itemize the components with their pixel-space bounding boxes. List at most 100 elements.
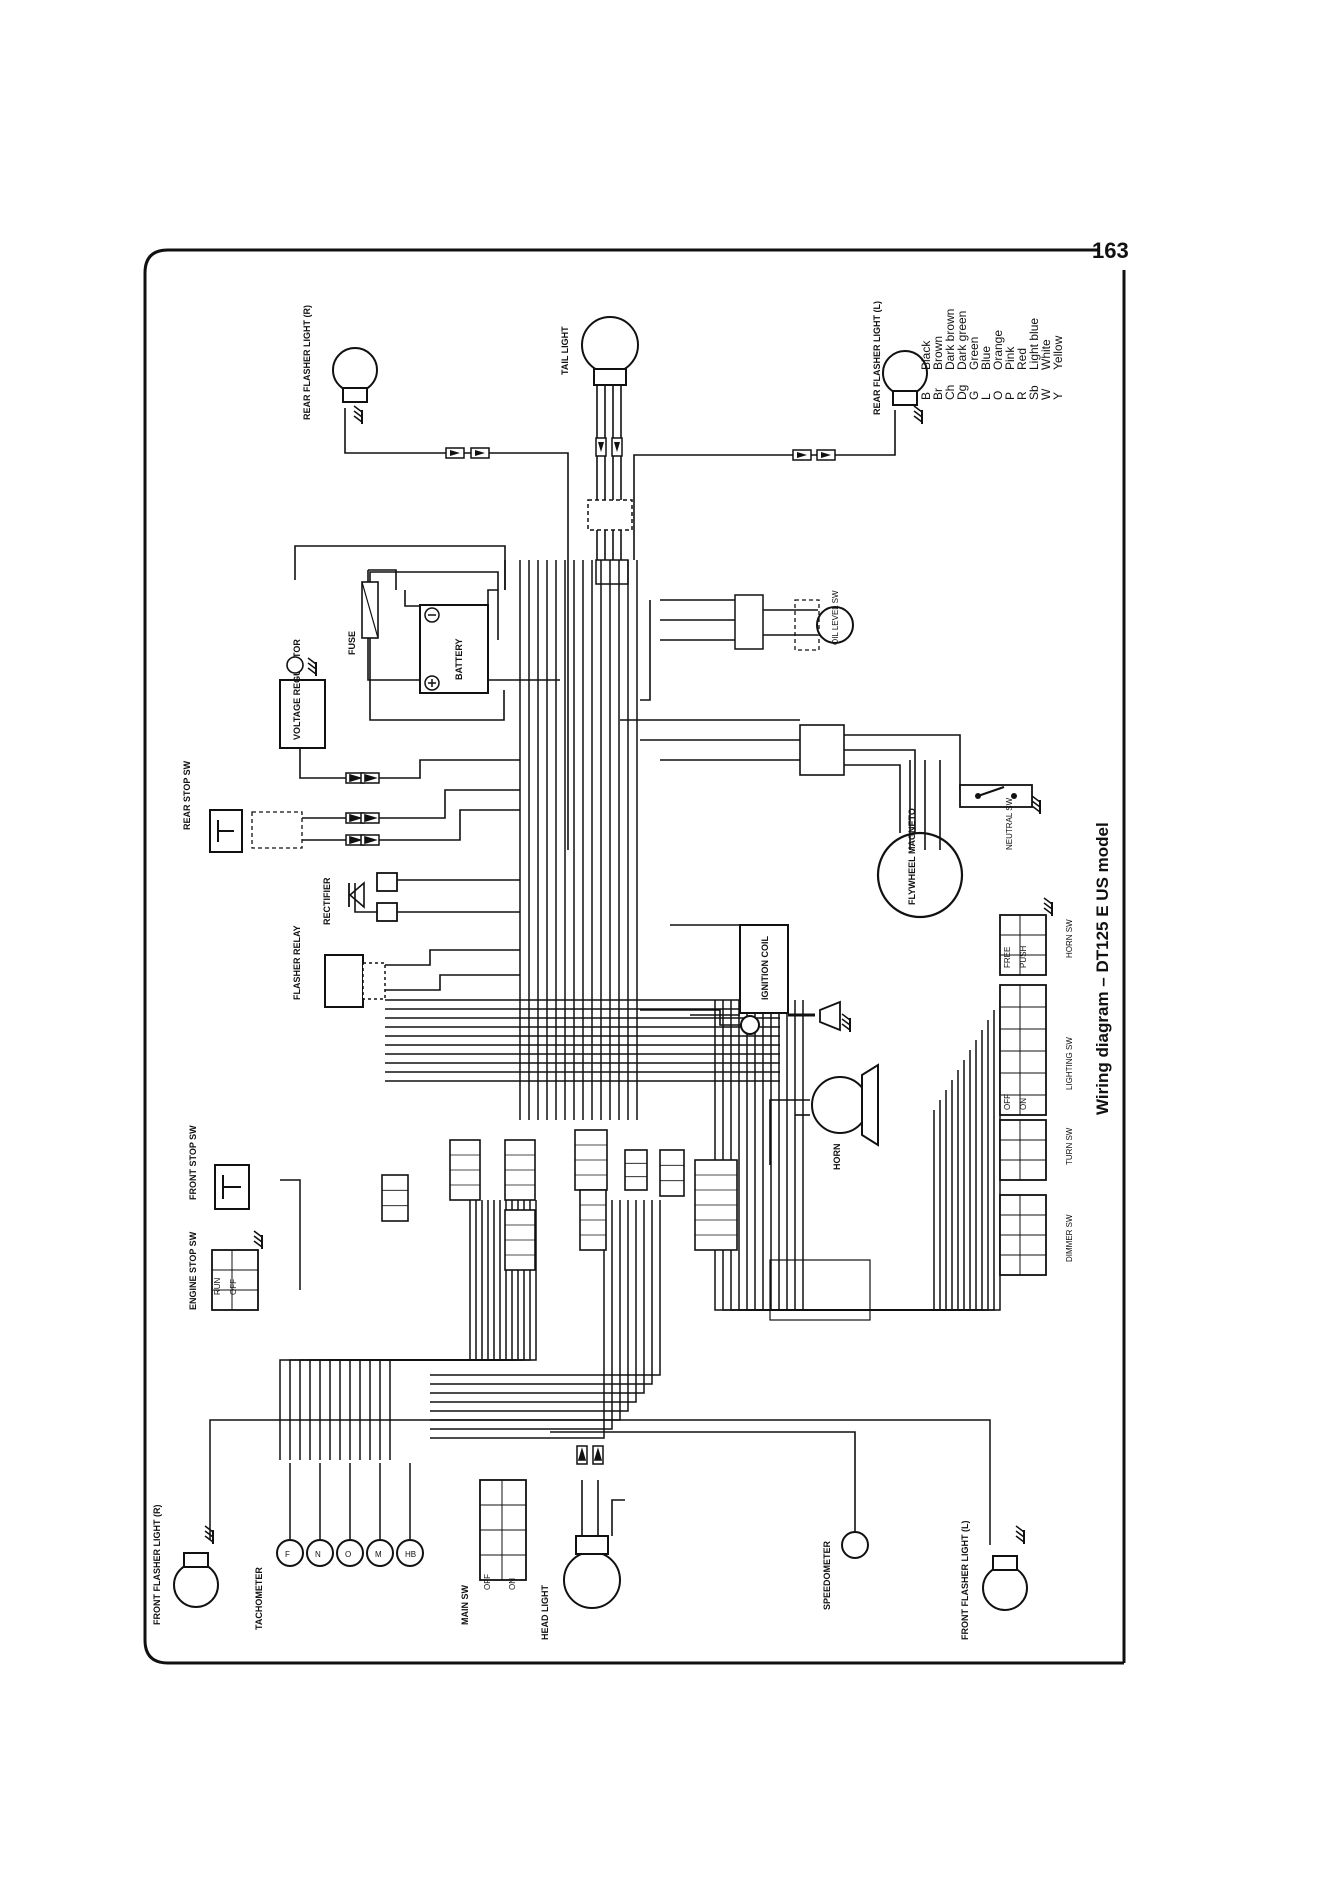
rectifier-wires <box>354 879 520 913</box>
wire-connector <box>579 1189 607 1251</box>
harness-wire <box>746 1000 977 1311</box>
connector-body <box>624 1149 648 1191</box>
head-light <box>563 1535 621 1609</box>
ground-symbol <box>353 405 363 425</box>
spark-plug-cap <box>740 1015 760 1035</box>
horn-sw-free: FREE <box>1003 947 1012 968</box>
harness-wire <box>802 1000 935 1311</box>
tachometer-label: TACHOMETER <box>254 1567 264 1630</box>
color-key-name: Light blue <box>1027 318 1041 370</box>
harness-wire <box>430 1200 645 1394</box>
wire-connector <box>504 1139 536 1201</box>
harness-wire <box>770 1000 959 1311</box>
harness-wire <box>430 1200 653 1385</box>
meter-lamp-label: N <box>315 1550 321 1559</box>
connector-body <box>659 1149 685 1197</box>
diagram-title: Wiring diagram – DT125 E US model <box>1093 822 1112 1115</box>
neutral-switch <box>959 784 1033 808</box>
oil-switch-wires <box>640 599 818 701</box>
engine-stop-run: RUN <box>213 1277 222 1295</box>
engine-stop-sw-label: ENGINE STOP SW <box>188 1231 198 1310</box>
rear-stop-connector-dashed <box>251 811 303 849</box>
voltage-regulator <box>279 679 326 749</box>
harness-wire <box>209 1419 991 1545</box>
flywheel-magneto <box>876 831 964 919</box>
color-key-name: White <box>1039 339 1053 370</box>
harness-wire <box>778 1000 953 1311</box>
rear-stop-sw-label: REAR STOP SW <box>182 760 192 830</box>
meter-lamp: N <box>306 1463 334 1567</box>
front-flasher-light-l <box>982 1555 1028 1611</box>
ignition-coil <box>739 924 789 1014</box>
headlight-wires <box>576 1445 625 1536</box>
horn-label: HORN <box>832 1144 842 1171</box>
color-key-name: Red <box>1015 348 1029 370</box>
meter-lamp-label: HB <box>405 1550 416 1559</box>
wire-connector <box>574 1129 608 1191</box>
color-key-name: Dark green <box>955 311 969 370</box>
magneto-connector <box>799 724 845 776</box>
ground-symbol <box>253 1230 263 1250</box>
harness-wire <box>279 1200 471 1460</box>
fuse-label: FUSE <box>347 631 357 655</box>
magneto-wires <box>620 719 961 850</box>
color-key-code: Sb <box>1027 385 1041 400</box>
flasher-relay-label: FLASHER RELAY <box>292 925 302 1000</box>
main-switch <box>479 1479 527 1581</box>
ignition-coil-label: IGNITION COIL <box>760 936 770 1001</box>
meter-lamp-label: O <box>345 1550 351 1559</box>
harness-wire <box>786 1000 947 1311</box>
tail-light-label: TAIL LIGHT <box>560 326 570 375</box>
dimmer-switch <box>999 1194 1047 1276</box>
voltage-regulator-label: VOLTAGE REGULATOR <box>292 639 302 740</box>
meter-lamp: F <box>276 1463 304 1567</box>
fuse <box>361 581 379 639</box>
color-key-code: L <box>979 393 993 400</box>
page-frame <box>143 248 1124 1665</box>
engine-stop-switch <box>211 1249 259 1311</box>
oil-switch-connector <box>734 594 764 650</box>
harness-wire <box>369 1200 525 1460</box>
front-stop-switch <box>214 1164 250 1210</box>
harness-wire <box>289 1200 477 1460</box>
wire-connector <box>659 1149 685 1197</box>
color-key-name: Black <box>919 340 933 370</box>
harness-wire <box>389 1200 537 1460</box>
front-stop-sw-label: FRONT STOP SW <box>188 1125 198 1200</box>
main-sw-on: ON <box>508 1578 517 1590</box>
speedometer <box>841 1531 869 1559</box>
connector-blocks <box>381 1129 738 1271</box>
head-light-label: HEAD LIGHT <box>540 1585 550 1641</box>
harness-wire <box>430 1200 661 1376</box>
color-key-code: B <box>919 392 933 400</box>
color-key-code: Dg <box>955 385 969 400</box>
spark-plug <box>819 1000 841 1032</box>
harness-wire <box>329 1200 501 1460</box>
color-key-code: Y <box>1051 392 1065 400</box>
wire-connector <box>504 1209 536 1271</box>
meter-lamp-label: F <box>285 1550 290 1559</box>
harness-wire <box>794 1000 941 1311</box>
harness-wire <box>430 1200 629 1412</box>
tail-light <box>581 316 639 386</box>
rear-flasher-light-r <box>332 347 378 403</box>
ground-symbol <box>204 1525 214 1545</box>
color-key-name: Yellow <box>1051 335 1065 370</box>
color-key-code: P <box>1003 392 1017 400</box>
main-harness <box>209 560 1001 1545</box>
oil-level-sw-label: OIL LEVEL SW <box>831 590 840 645</box>
speedometer-wire <box>550 1431 856 1532</box>
ground-symbol <box>841 1013 851 1033</box>
main-sw-label: MAIN SW <box>460 1585 470 1626</box>
wire-connector <box>449 1139 481 1201</box>
flywheel-magneto-label: FLYWHEEL MAGNETO <box>907 808 917 905</box>
color-key-code: Ch <box>943 385 957 400</box>
rectifier-label: RECTIFIER <box>322 877 332 925</box>
harness-wire <box>299 1200 483 1460</box>
color-key-name: Green <box>967 337 981 370</box>
color-key-code: O <box>991 391 1005 400</box>
front-flasher-r-label: FRONT FLASHER LIGHT (R) <box>152 1505 162 1626</box>
dimmer-sw-label: DIMMER SW <box>1065 1214 1074 1262</box>
rectifier <box>348 872 398 922</box>
